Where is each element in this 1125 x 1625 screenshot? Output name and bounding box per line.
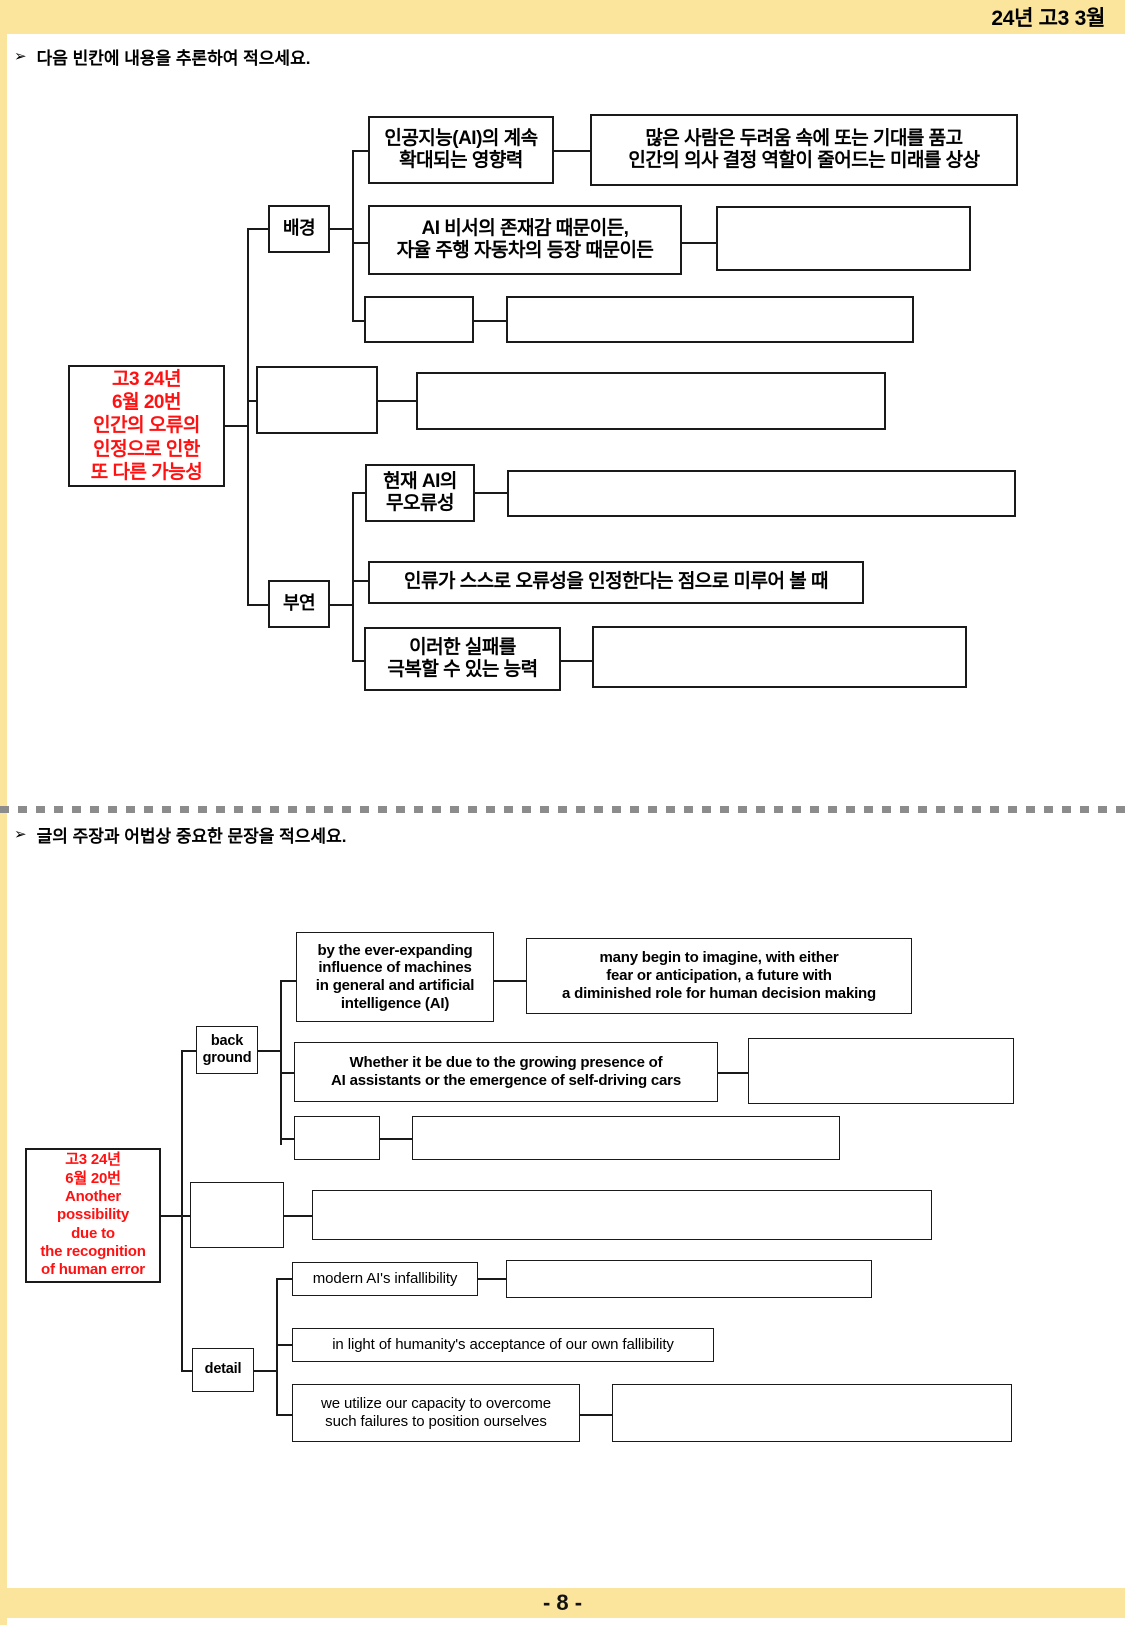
ko-connector bbox=[378, 400, 418, 402]
ko-connector bbox=[352, 150, 370, 152]
ko-connector bbox=[330, 228, 354, 230]
en-connector bbox=[580, 1414, 614, 1416]
ko-connector bbox=[352, 492, 370, 494]
en-connector bbox=[161, 1215, 183, 1217]
en-b3-r3-right-blank[interactable] bbox=[612, 1384, 1012, 1442]
ko-connector bbox=[475, 492, 509, 494]
en-connector bbox=[254, 1370, 278, 1372]
en-branch-label-background: back ground bbox=[196, 1026, 258, 1074]
ko-connector bbox=[247, 400, 259, 402]
en-b1-r2-left: Whether it be due to the growing presenc… bbox=[294, 1042, 718, 1102]
en-connector bbox=[181, 1050, 183, 1370]
ko-b3-r1-right-blank[interactable] bbox=[507, 470, 1016, 517]
en-connector bbox=[280, 980, 298, 982]
en-b3-r2-left: in light of humanity's acceptance of our… bbox=[292, 1328, 714, 1362]
ko-branch-label-background: 배경 bbox=[268, 205, 330, 253]
ko-root-node: 고3 24년 6월 20번 인간의 오류의 인정으로 인한 또 다른 가능성 bbox=[68, 365, 225, 487]
en-connector bbox=[494, 980, 528, 982]
ko-connector bbox=[247, 228, 249, 606]
ko-b1-r1-right: 많은 사람은 두려움 속에 또는 기대를 품고 인간의 의사 결정 역할이 줄어… bbox=[590, 114, 1018, 186]
en-connector bbox=[276, 1344, 294, 1346]
en-connector bbox=[258, 1050, 282, 1052]
en-connector bbox=[181, 1050, 199, 1052]
ko-branch2-content-blank[interactable] bbox=[416, 372, 886, 430]
en-root-node: 고3 24년 6월 20번 Another possibility due to… bbox=[25, 1148, 161, 1283]
ko-b1-r2-left: AI 비서의 존재감 때문이든, 자율 주행 자동차의 등장 때문이든 bbox=[368, 205, 682, 275]
en-b3-r1-right-blank[interactable] bbox=[506, 1260, 872, 1298]
ko-b3-r1-left: 현재 AI의 무오류성 bbox=[365, 464, 475, 522]
ko-connector bbox=[352, 580, 370, 582]
en-b1-r3-left-blank[interactable] bbox=[294, 1116, 380, 1160]
en-b1-r1-right: many begin to imagine, with either fear … bbox=[526, 938, 912, 1014]
en-b3-r1-left: modern AI's infallibility bbox=[292, 1262, 478, 1296]
ko-b1-r3-right-blank[interactable] bbox=[506, 296, 914, 343]
en-branch-label-detail: detail bbox=[192, 1348, 254, 1392]
en-connector bbox=[280, 1072, 298, 1074]
en-connector bbox=[284, 1215, 314, 1217]
en-connector bbox=[276, 1278, 278, 1414]
ko-b1-r1-left: 인공지능(AI)의 계속 확대되는 영향력 bbox=[368, 116, 554, 184]
ko-branch2-label-blank[interactable] bbox=[256, 366, 378, 434]
footer-band bbox=[0, 1588, 1125, 1618]
ko-connector bbox=[247, 228, 270, 230]
ko-b1-r2-right-blank[interactable] bbox=[716, 206, 971, 271]
prompt-key-sentences: ➢ 글의 주장과 어법상 중요한 문장을 적으세요. bbox=[14, 822, 346, 847]
en-connector bbox=[478, 1278, 508, 1280]
ko-connector bbox=[352, 320, 370, 322]
ko-connector bbox=[352, 660, 370, 662]
en-connector bbox=[276, 1278, 294, 1280]
en-b1-r3-right-blank[interactable] bbox=[412, 1116, 840, 1160]
en-connector bbox=[380, 1138, 414, 1140]
ko-connector bbox=[554, 150, 592, 152]
ko-connector bbox=[682, 242, 718, 244]
page-number: - 8 - bbox=[542, 1590, 583, 1615]
ko-branch-label-detail: 부연 bbox=[268, 580, 330, 628]
arrow-bullet-icon: ➢ bbox=[14, 826, 27, 843]
en-branch2-label-blank[interactable] bbox=[190, 1182, 284, 1248]
ko-connector bbox=[352, 242, 370, 244]
en-connector bbox=[276, 1414, 294, 1416]
header-band bbox=[0, 0, 1125, 34]
ko-connector bbox=[330, 604, 354, 606]
en-connector bbox=[280, 980, 282, 1145]
en-branch2-content-blank[interactable] bbox=[312, 1190, 932, 1240]
section-divider bbox=[0, 806, 1125, 813]
ko-b1-r3-left-blank[interactable] bbox=[364, 296, 474, 343]
ko-connector bbox=[247, 604, 270, 606]
ko-b3-r3-left: 이러한 실패를 극복할 수 있는 능력 bbox=[364, 627, 561, 691]
ko-b3-r3-right-blank[interactable] bbox=[592, 626, 967, 688]
ko-connector bbox=[352, 150, 354, 320]
ko-connector bbox=[474, 320, 508, 322]
en-b1-r1-left: by the ever-expanding influence of machi… bbox=[296, 932, 494, 1022]
en-connector bbox=[181, 1215, 193, 1217]
en-connector bbox=[280, 1138, 298, 1140]
en-b1-r2-right-blank[interactable] bbox=[748, 1038, 1014, 1104]
ko-b3-r2-left: 인류가 스스로 오류성을 인정한다는 점으로 미루어 볼 때 bbox=[368, 561, 864, 604]
prompt-infer-blanks: ➢ 다음 빈칸에 내용을 추론하여 적으세요. bbox=[14, 44, 310, 69]
en-connector bbox=[181, 1370, 193, 1372]
page-title: 24년 고3 3월 bbox=[991, 7, 1105, 30]
ko-connector bbox=[225, 425, 249, 427]
arrow-bullet-icon: ➢ bbox=[14, 48, 27, 65]
en-b3-r3-left: we utilize our capacity to overcome such… bbox=[292, 1384, 580, 1442]
ko-connector bbox=[561, 660, 594, 662]
prompt-text: 다음 빈칸에 내용을 추론하여 적으세요. bbox=[36, 49, 311, 68]
ko-connector bbox=[352, 492, 354, 660]
prompt-text: 글의 주장과 어법상 중요한 문장을 적으세요. bbox=[36, 827, 347, 846]
en-connector bbox=[718, 1072, 750, 1074]
